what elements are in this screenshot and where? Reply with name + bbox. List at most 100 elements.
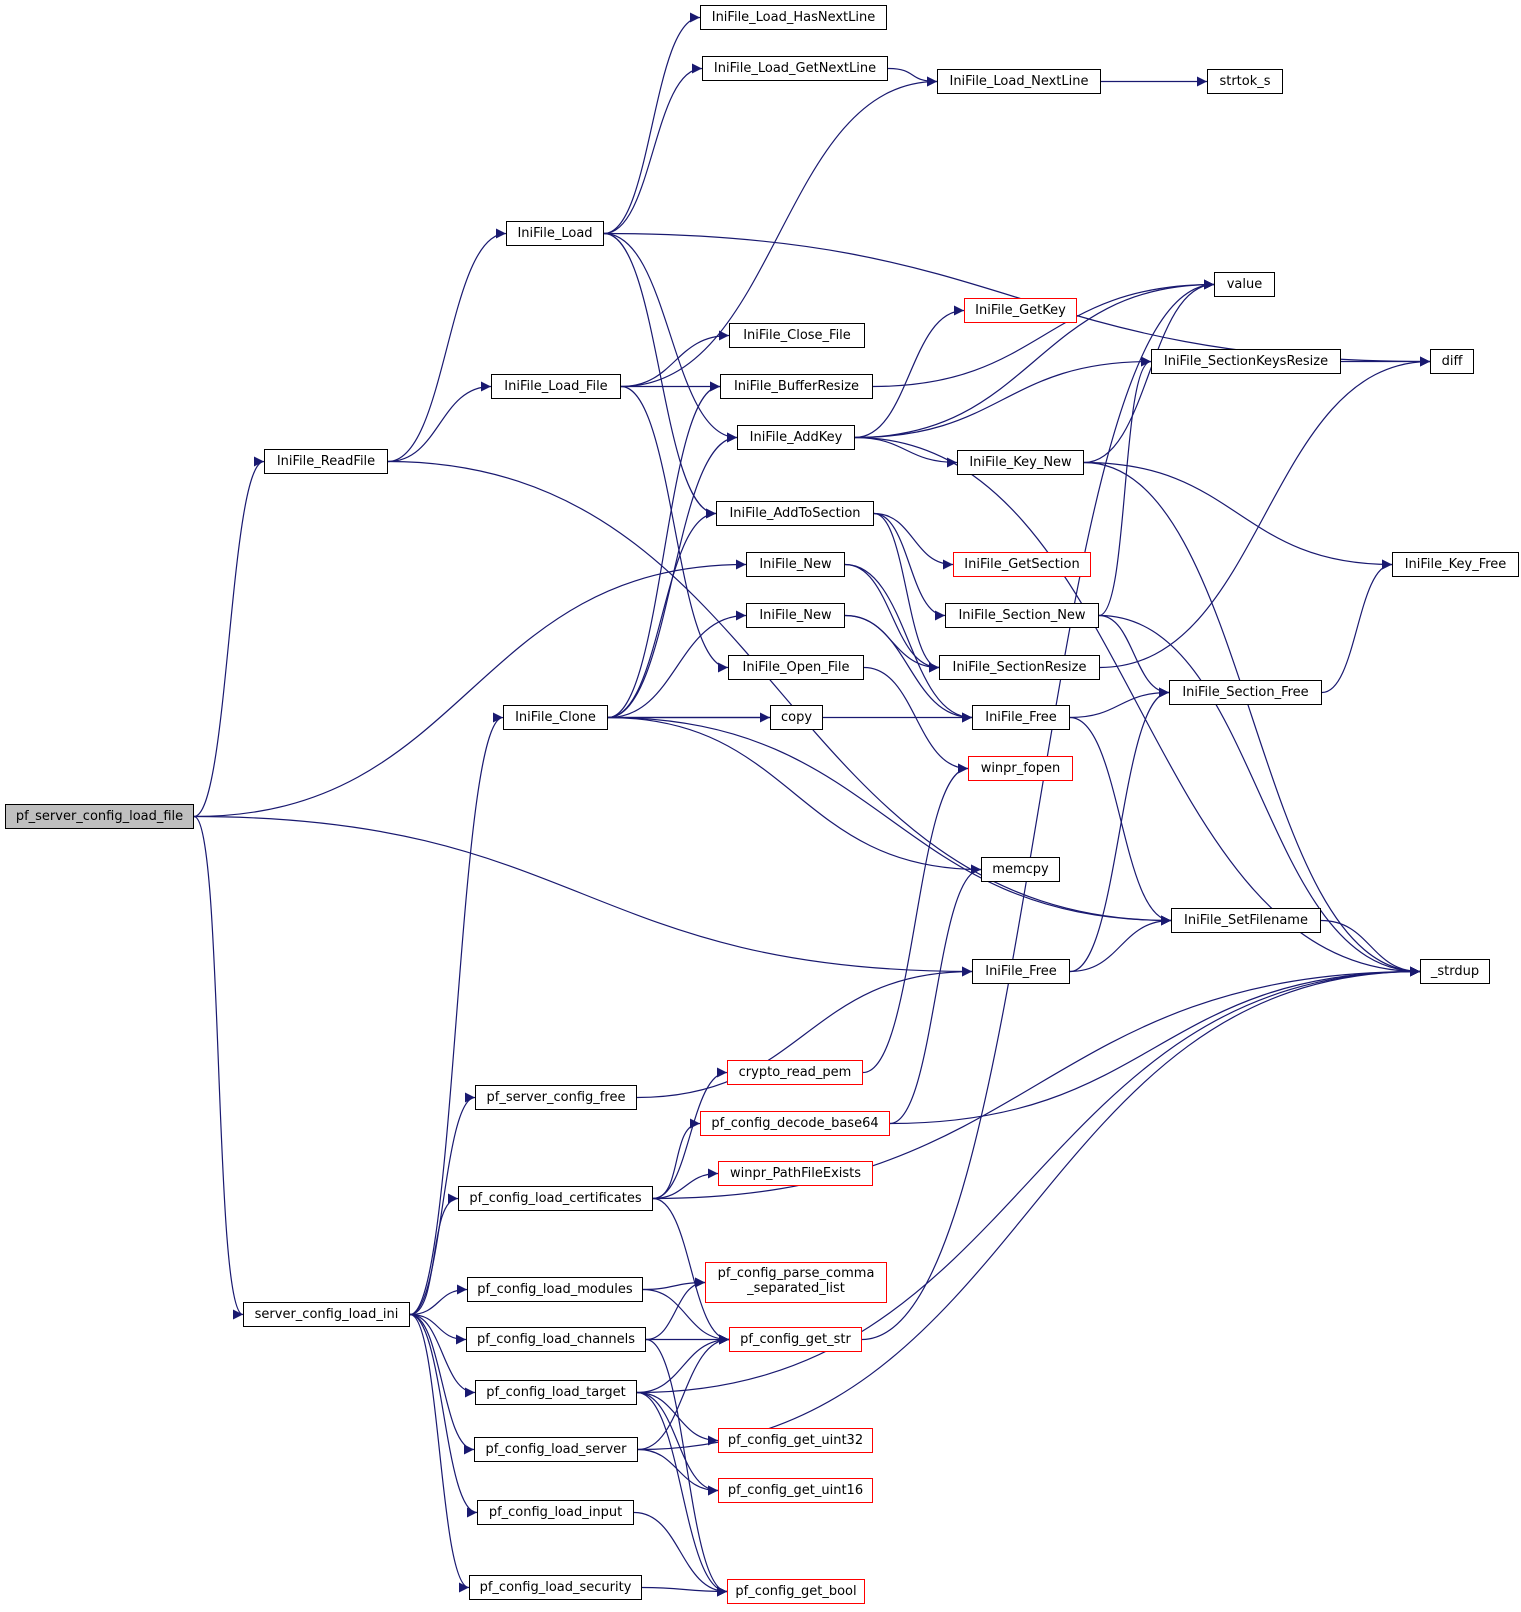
edge-pf-config-load-target-to-pf-config-get-bool <box>636 1391 728 1597</box>
node-inifile-getsection[interactable]: IniFile_GetSection <box>953 552 1091 577</box>
edge-inifile-readfile-to-inifile-setfilename <box>387 460 1172 926</box>
node-inifile-clone[interactable]: IniFile_Clone <box>503 705 608 730</box>
edge-inifile-section-free-to-inifile-key-free <box>1321 559 1393 694</box>
edge-pf-config-load-target-to-pf-config-get-uint32 <box>636 1391 719 1446</box>
node-inifile-open-file[interactable]: IniFile_Open_File <box>728 655 864 680</box>
edge-inifile-clone-to-inifile-bufferresize <box>607 381 721 719</box>
edge-inifile-new-1-to-inifile-sectionresize <box>844 563 940 673</box>
node-crypto-read-pem[interactable]: crypto_read_pem <box>727 1060 863 1085</box>
edge-pf-config-load-channels-to-pf-config-get-bool <box>645 1338 728 1597</box>
edge-server-config-load-ini-to-pf-server-config-free <box>409 1092 476 1316</box>
edge-inifile-sectionresize-to-diff <box>1099 356 1431 669</box>
node-inifile-bufferresize[interactable]: IniFile_BufferResize <box>720 374 873 399</box>
edge-inifile-section-new-to-inifile-sectionkeysresize <box>1098 356 1152 617</box>
node-pf-config-get-bool[interactable]: pf_config_get_bool <box>727 1579 865 1604</box>
edge-inifile-clone-to-inifile-addtosection <box>607 508 717 719</box>
edge-layer <box>193 12 1431 1597</box>
edge-pf-config-load-server-to--strdup <box>637 966 1421 1451</box>
node-inifile-addtosection[interactable]: IniFile_AddToSection <box>716 501 874 526</box>
node-pf-config-load-input[interactable]: pf_config_load_input <box>477 1500 634 1525</box>
edge-pf-config-load-certificates-to-pf-config-get-str <box>652 1197 730 1345</box>
node-pf-config-get-uint32[interactable]: pf_config_get_uint32 <box>718 1428 873 1453</box>
node-label-line-1: pf_config_parse_comma <box>717 1266 875 1281</box>
edge-inifile-setfilename-to--strdup <box>1320 919 1421 977</box>
node-pf-config-load-certificates[interactable]: pf_config_load_certificates <box>458 1186 653 1211</box>
node-inifile-sectionkeysresize[interactable]: IniFile_SectionKeysResize <box>1151 349 1341 374</box>
node-inifile-new-2[interactable]: IniFile_New <box>746 603 845 628</box>
node-pf-config-get-str[interactable]: pf_config_get_str <box>729 1327 862 1352</box>
node-inifile-getkey[interactable]: IniFile_GetKey <box>964 298 1077 323</box>
node-pf-config-parse-comma-separated-list[interactable]: pf_config_parse_comma _separated_list <box>705 1262 887 1303</box>
node-inifile-readfile[interactable]: IniFile_ReadFile <box>264 449 388 474</box>
node-inifile-section-free[interactable]: IniFile_Section_Free <box>1169 680 1322 705</box>
edge-inifile-key-new-to-value <box>1083 279 1215 464</box>
edge-inifile-addkey-to-inifile-sectionkeysresize <box>854 356 1152 439</box>
edge-pf-config-load-modules-to-pf-config-get-str <box>642 1288 730 1345</box>
edge-inifile-load-file-to-inifile-close-file <box>620 330 730 388</box>
edge-pf-config-load-target-to-pf-config-get-str <box>636 1334 730 1394</box>
node-strdup[interactable]: _strdup <box>1420 959 1490 984</box>
node-inifile-setfilename[interactable]: IniFile_SetFilename <box>1171 908 1321 933</box>
edge-pf-config-load-channels-to-pf-config-parse-comma-separated-list <box>645 1277 706 1341</box>
node-inifile-load-getnextline[interactable]: IniFile_Load_GetNextLine <box>702 56 888 81</box>
node-inifile-close-file[interactable]: IniFile_Close_File <box>729 323 865 348</box>
node-copy[interactable]: copy <box>770 705 823 730</box>
edge-inifile-addtosection-to-inifile-getsection <box>873 512 954 570</box>
node-inifile-addkey[interactable]: IniFile_AddKey <box>737 425 855 450</box>
edge-inifile-load-to-inifile-load-hasnextline <box>603 12 701 235</box>
edge-inifile-addkey-to-inifile-getkey <box>854 305 965 439</box>
node-memcpy[interactable]: memcpy <box>981 857 1060 882</box>
node-pf-config-load-target[interactable]: pf_config_load_target <box>475 1380 637 1405</box>
edge-pf-server-config-load-file-to-inifile-readfile <box>193 456 265 818</box>
node-pf-config-load-modules[interactable]: pf_config_load_modules <box>467 1277 643 1302</box>
node-inifile-key-new[interactable]: IniFile_Key_New <box>957 450 1084 475</box>
node-inifile-load-hasnextline[interactable]: IniFile_Load_HasNextLine <box>700 5 887 30</box>
node-strtok-s[interactable]: strtok_s <box>1207 69 1283 94</box>
edge-inifile-addtosection-to-inifile-sectionresize <box>873 512 940 673</box>
node-inifile-new[interactable]: IniFile_New <box>746 552 845 577</box>
node-inifile-sectionresize[interactable]: IniFile_SectionResize <box>939 655 1100 680</box>
node-pf-server-config-free[interactable]: pf_server_config_free <box>475 1085 637 1110</box>
edge-inifile-load-file-to-inifile-load-nextline <box>620 76 938 388</box>
node-pf-config-load-channels[interactable]: pf_config_load_channels <box>466 1327 646 1352</box>
edge-server-config-load-ini-to-pf-config-load-security <box>409 1313 470 1593</box>
edge-inifile-free-1-to-inifile-setfilename <box>1069 716 1172 926</box>
node-pf-config-load-server[interactable]: pf_config_load_server <box>474 1437 638 1462</box>
node-server-config-load-ini[interactable]: server_config_load_ini <box>243 1302 410 1327</box>
node-value[interactable]: value <box>1214 272 1275 297</box>
edge-pf-config-load-certificates-to-winpr-pathfileexists <box>652 1168 719 1200</box>
node-inifile-section-new[interactable]: IniFile_Section_New <box>945 603 1099 628</box>
node-inifile-load-nextline[interactable]: IniFile_Load_NextLine <box>937 69 1101 94</box>
edge-inifile-bufferresize-to-value <box>872 279 1215 388</box>
edge-pf-server-config-free-to-inifile-free-2 <box>636 966 973 1099</box>
node-inifile-key-free[interactable]: IniFile_Key_Free <box>1392 552 1519 577</box>
edge-pf-server-config-load-file-to-inifile-free-2 <box>193 815 973 977</box>
edge-pf-config-decode-base64-to--strdup <box>889 966 1421 1125</box>
node-inifile-load[interactable]: IniFile_Load <box>506 221 604 246</box>
node-pf-config-decode-base64[interactable]: pf_config_decode_base64 <box>700 1111 890 1136</box>
node-winpr-fopen[interactable]: winpr_fopen <box>968 756 1073 781</box>
edge-crypto-read-pem-to-winpr-fopen <box>862 763 969 1074</box>
node-pf-config-get-uint16[interactable]: pf_config_get_uint16 <box>718 1478 873 1503</box>
node-pf-server-config-load-file[interactable]: pf_server_config_load_file <box>5 804 194 829</box>
node-label-line-2: _separated_list <box>747 1281 845 1296</box>
edge-inifile-load-file-to-inifile-open-file <box>620 385 729 673</box>
edge-inifile-addkey-to-inifile-key-new <box>854 436 958 468</box>
node-pf-config-load-security[interactable]: pf_config_load_security <box>469 1575 642 1600</box>
edge-server-config-load-ini-to-pf-config-load-modules <box>409 1284 468 1316</box>
node-winpr-pathfileexists[interactable]: winpr_PathFileExists <box>718 1161 873 1186</box>
node-diff[interactable]: diff <box>1430 349 1474 374</box>
node-inifile-load-file[interactable]: IniFile_Load_File <box>491 374 621 399</box>
edge-server-config-load-ini-to-pf-config-load-target <box>409 1313 476 1398</box>
edge-inifile-readfile-to-inifile-load-file <box>387 381 492 463</box>
edge-inifile-addkey-to--strdup <box>854 436 1421 977</box>
edge-inifile-clone-to-inifile-setfilename <box>607 716 1172 926</box>
edge-inifile-addtosection-to-inifile-section-new <box>873 512 946 621</box>
edge-inifile-clone-to-memcpy <box>607 716 982 875</box>
edge-inifile-clone-to-inifile-new-2 <box>607 610 747 719</box>
node-inifile-free-2[interactable]: IniFile_Free <box>972 959 1070 984</box>
edge-inifile-free-2-to-inifile-section-free <box>1069 687 1170 973</box>
edge-inifile-new-2-to-inifile-free-1 <box>844 614 973 723</box>
edge-pf-server-config-load-file-to-inifile-new-1 <box>193 559 747 818</box>
node-inifile-free[interactable]: IniFile_Free <box>972 705 1070 730</box>
